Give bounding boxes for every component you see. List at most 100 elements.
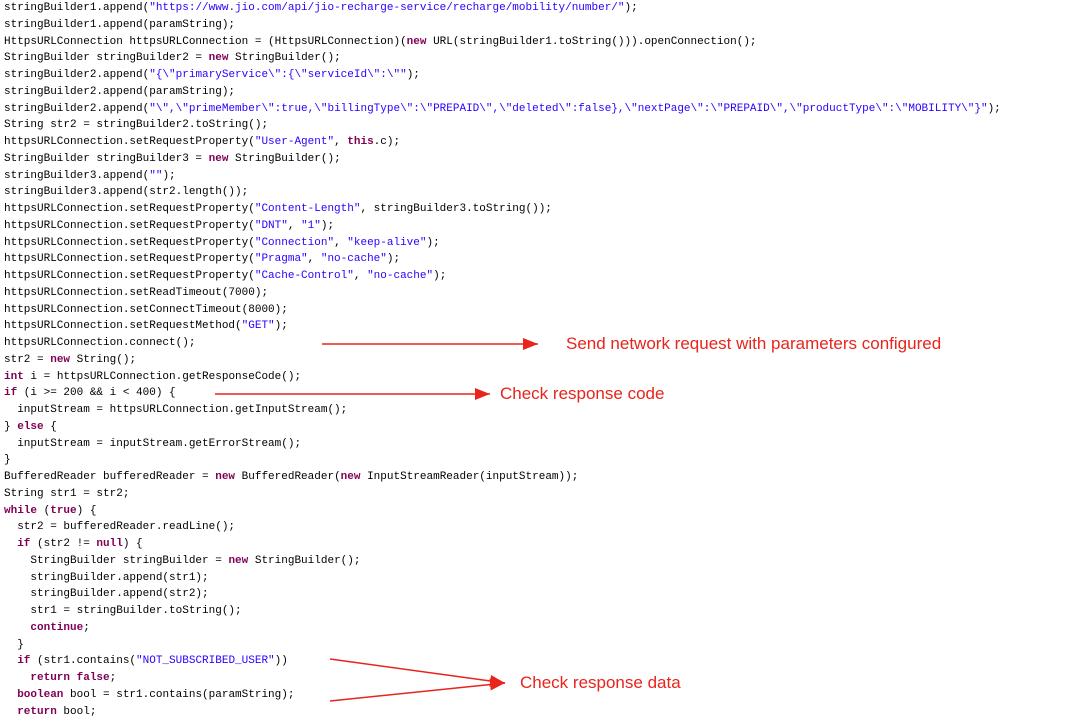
code-line: if (str2 != null) { (4, 536, 1001, 553)
code-text: BufferedReader bufferedReader = (4, 471, 216, 483)
code-line: return false; (4, 670, 1001, 687)
code-text: StringBuilder(); (228, 152, 341, 165)
code-text: ); (386, 253, 401, 266)
code-line: httpsURLConnection.setRequestProperty("D… (4, 218, 1001, 235)
keyword: int (4, 370, 24, 383)
code-line: stringBuilder.append(str2); (4, 586, 1001, 603)
code-text: HttpsURLConnection httpsURLConnection = … (4, 35, 407, 48)
keyword: if (17, 538, 31, 550)
code-text: ) { (76, 504, 97, 517)
code-text: , stringBuilder3.toString()); (360, 203, 552, 215)
code-text: ; (83, 621, 90, 634)
code-line: return bool; (4, 704, 1001, 721)
code-text: , (307, 253, 321, 266)
code-line: continue; (4, 620, 1001, 637)
annotation-response-data: Check response data (520, 673, 681, 692)
code-text: ); (624, 2, 638, 14)
code-line: str2 = new String(); (4, 352, 1001, 369)
code-line: httpsURLConnection.setRequestMethod("GET… (4, 318, 1001, 335)
keyword: null (96, 538, 123, 550)
code-line: boolean bool = str1.contains(paramString… (4, 687, 1001, 704)
code-text: (str2 != (30, 538, 97, 550)
keyword: return (30, 672, 71, 684)
code-text: (str1.contains( (30, 655, 137, 668)
code-text: ( (37, 504, 51, 517)
code-line: if (str1.contains("NOT_SUBSCRIBED_USER")… (4, 653, 1001, 670)
code-line: str2 = bufferedReader.readLine(); (4, 519, 1001, 536)
keyword: if (4, 387, 18, 400)
code-line: httpsURLConnection.setConnectTimeout(800… (4, 302, 1001, 319)
code-text: httpsURLConnection.connect(); (4, 337, 196, 349)
code-line: inputStream = httpsURLConnection.getInpu… (4, 402, 1001, 419)
code-text: String str2 = stringBuilder2.toString(); (4, 119, 269, 132)
code-text: stringBuilder.append(str2); (4, 588, 209, 601)
code-line: stringBuilder2.append(paramString); (4, 84, 1001, 101)
arrow-response-data-1 (329, 658, 506, 687)
code-text: String str1 = str2; (4, 487, 130, 500)
code-line: stringBuilder3.append(""); (4, 168, 1001, 185)
code-text: str2 = (4, 353, 51, 366)
code-text: (i >= 200 && i < 400) { (17, 387, 176, 400)
keyword: boolean (17, 688, 64, 701)
code-line: StringBuilder stringBuilder3 = new Strin… (4, 151, 1001, 168)
keyword: new (208, 152, 229, 165)
code-text: stringBuilder2.append( (4, 102, 150, 115)
keyword: new (228, 554, 249, 567)
code-line: BufferedReader bufferedReader = new Buff… (4, 469, 1001, 486)
code-line: inputStream = inputStream.getErrorStream… (4, 436, 1001, 453)
code-line: httpsURLConnection.setRequestProperty("C… (4, 235, 1001, 252)
annotation-response-code: Check response code (500, 384, 665, 403)
code-text: } (4, 454, 11, 467)
code-text: inputStream = inputStream.getErrorStream… (4, 437, 302, 450)
code-line: if (i >= 200 && i < 400) { (4, 385, 1001, 402)
code-line: stringBuilder1.append("https://www.jio.c… (4, 0, 1001, 17)
code-listing: stringBuilder1.append("https://www.jio.c… (4, 0, 1001, 720)
code-text: ) { (122, 538, 143, 550)
code-text: .c); (373, 136, 401, 148)
string-literal: "no-cache" (320, 253, 387, 266)
keyword: while (4, 504, 38, 517)
code-line: stringBuilder1.append(paramString); (4, 17, 1001, 34)
code-line: str1 = stringBuilder.toString(); (4, 603, 1001, 620)
code-text: StringBuilder(); (228, 52, 341, 65)
code-line: httpsURLConnection.connect(); (4, 335, 1001, 352)
code-text: httpsURLConnection.setRequestProperty( (4, 136, 255, 148)
code-text: stringBuilder3.append(str2.length()); (4, 186, 249, 199)
code-text: , (334, 136, 348, 148)
code-line: stringBuilder2.append("\",\"primeMember\… (4, 101, 1001, 118)
code-text: , (353, 270, 368, 282)
keyword: true (50, 504, 77, 517)
code-text: httpsURLConnection.setRequestProperty( (4, 219, 255, 232)
code-text: str1 = stringBuilder.toString(); (4, 605, 242, 617)
code-line: HttpsURLConnection httpsURLConnection = … (4, 34, 1001, 51)
code-line: } (4, 452, 1001, 469)
code-line: int i = httpsURLConnection.getResponseCo… (4, 369, 1001, 386)
code-line: stringBuilder3.append(str2.length()); (4, 184, 1001, 201)
arrow-response-data-2 (329, 678, 506, 702)
code-text: ); (987, 102, 1001, 115)
code-text: stringBuilder1.append( (4, 2, 150, 14)
code-text: httpsURLConnection.setRequestProperty( (4, 203, 255, 215)
code-text: ); (426, 236, 440, 249)
code-line: stringBuilder2.append("{\"primaryService… (4, 67, 1001, 84)
string-literal: "Connection" (254, 236, 335, 249)
string-literal: "" (149, 169, 163, 182)
code-line: httpsURLConnection.setRequestProperty("P… (4, 251, 1001, 268)
annotation-send-request: Send network request with parameters con… (566, 334, 942, 353)
code-text: ; (109, 672, 117, 684)
string-literal: "no-cache" (367, 270, 434, 282)
string-literal: "Content-Length" (254, 203, 361, 215)
code-text: httpsURLConnection.setConnectTimeout(800… (4, 303, 288, 316)
code-text: ); (274, 320, 288, 333)
code-text: } (4, 420, 18, 433)
code-text: str2 = bufferedReader.readLine(); (4, 521, 236, 534)
code-text: stringBuilder1.append(paramString); (4, 18, 236, 31)
keyword: this (347, 136, 374, 148)
code-text: StringBuilder stringBuilder = (4, 554, 229, 567)
code-text: httpsURLConnection.setRequestProperty( (4, 236, 255, 249)
code-text: bool = str1.contains(paramString); (63, 688, 295, 701)
string-literal: "NOT_SUBSCRIBED_USER" (136, 655, 275, 668)
string-literal: "\",\"primeMember\":true,\"billingType\"… (149, 102, 988, 115)
code-line: httpsURLConnection.setRequestProperty("C… (4, 268, 1001, 285)
